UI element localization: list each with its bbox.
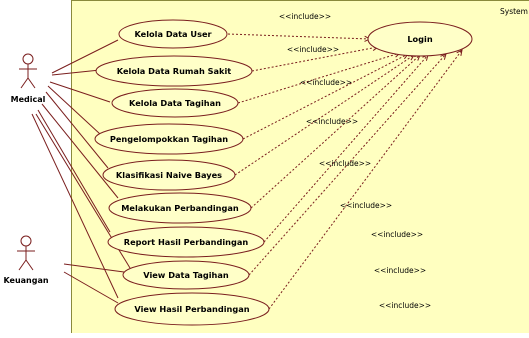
use-case-5-label: Klasifikasi Naive Bayes — [116, 170, 222, 180]
system-label: System — [500, 7, 528, 16]
use-case-3-label: Kelola Data Tagihan — [129, 98, 221, 108]
medical-actor-left-leg — [21, 78, 28, 88]
include-label-5: <<include>> — [319, 159, 371, 168]
include-label-9: <<include>> — [379, 301, 431, 310]
keuangan-actor-icon — [17, 236, 35, 270]
include-label-7: <<include>> — [371, 230, 423, 239]
use-case-7-label: Report Hasil Perbandingan — [124, 237, 249, 247]
keuangan-actor-head — [21, 236, 31, 246]
use-case-4-label: Pengelompokkan Tagihan — [110, 134, 228, 144]
use-case-6-label: Melakukan Perbandingan — [121, 203, 239, 213]
medical-actor-head — [23, 54, 33, 64]
use-case-8-label: View Data Tagihan — [143, 270, 229, 280]
medical-actor-label: Medical — [11, 95, 46, 104]
use-case-2-label: Kelola Data Rumah Sakit — [117, 66, 232, 76]
include-label-6: <<include>> — [340, 201, 392, 210]
keuangan-actor-label: Keuangan — [3, 276, 48, 285]
keuangan-actor-left-leg — [19, 260, 26, 270]
login-use-case-label: Login — [407, 34, 433, 44]
keuangan-actor-right-leg — [26, 260, 33, 270]
include-label-1: <<include>> — [279, 12, 331, 21]
use-case-9-label: View Hasil Perbandingan — [134, 304, 249, 314]
include-label-3: <<include>> — [300, 78, 352, 87]
include-label-4: <<include>> — [306, 117, 358, 126]
use-case-1-label: Kelola Data User — [134, 29, 212, 39]
medical-actor-right-leg — [28, 78, 35, 88]
medical-actor-icon — [19, 54, 37, 88]
include-label-2: <<include>> — [287, 45, 339, 54]
include-label-8: <<include>> — [374, 266, 426, 275]
